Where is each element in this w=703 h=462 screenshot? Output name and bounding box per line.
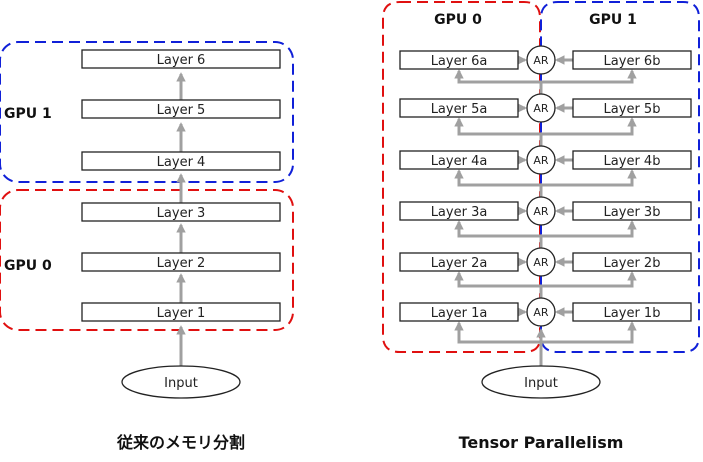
tensor-arrows	[454, 55, 637, 348]
layer-node-a: Layer 2a	[399, 252, 519, 272]
input-label: Input	[164, 376, 198, 391]
layer-label: Layer 1	[157, 306, 206, 321]
all-reduce-node: AR	[526, 145, 556, 175]
all-reduce-label: AR	[533, 306, 549, 319]
ar-to-next-layer-arrow	[454, 220, 543, 248]
layer-node-b: Layer 1b	[572, 302, 692, 322]
layer-label: Layer 2	[157, 256, 206, 271]
input-label: Input	[524, 376, 558, 391]
all-reduce-label: AR	[533, 256, 549, 269]
ar-to-next-layer-arrow	[539, 169, 637, 197]
layer-label: Layer 4	[157, 155, 206, 170]
ar-to-next-layer-arrow	[454, 169, 543, 197]
layer-node: Layer 5	[81, 99, 281, 119]
gpu1-label: GPU 1	[4, 106, 52, 122]
layer-node-b: Layer 2b	[572, 252, 692, 272]
ar-to-next-layer-arrow	[539, 271, 637, 298]
all-reduce-node: AR	[526, 93, 556, 123]
all-reduce-label: AR	[533, 54, 549, 67]
tensor-layer-nodes: Layer 1a Layer 1b AR Layer 2a Layer 2b AR Laye…	[399, 45, 692, 327]
ar-to-next-layer-arrow	[454, 117, 543, 146]
ar-to-next-layer-arrow	[539, 69, 637, 94]
layer-label: Layer 3	[157, 206, 206, 221]
all-reduce-node: AR	[526, 247, 556, 277]
layer-node-a: Layer 1a	[399, 302, 519, 322]
layer-label: Layer 6	[157, 53, 206, 68]
ar-to-next-layer-arrow	[539, 220, 637, 248]
all-reduce-node: AR	[526, 297, 556, 327]
layer-label: Layer 3b	[604, 205, 661, 220]
all-reduce-label: AR	[533, 154, 549, 167]
layer-node-a: Layer 4a	[399, 150, 519, 170]
gpu0-label: GPU 0	[4, 258, 52, 274]
layer-node: Layer 3	[81, 202, 281, 222]
gpu1-label: GPU 1	[589, 12, 637, 28]
layer-label: Layer 3a	[431, 205, 488, 220]
layer-node-b: Layer 3b	[572, 201, 692, 221]
layer-node: Layer 4	[81, 151, 281, 171]
layer-label: Layer 4b	[604, 154, 661, 169]
all-reduce-node: AR	[526, 196, 556, 226]
layer-node-a: Layer 6a	[399, 50, 519, 70]
gpu0-group-box	[0, 189, 294, 331]
layer-label: Layer 2b	[604, 256, 661, 271]
layer-node: Layer 1	[81, 302, 281, 322]
gpu1-group-box	[0, 41, 294, 183]
ar-to-next-layer-arrow	[454, 271, 543, 298]
layer-node-a: Layer 3a	[399, 201, 519, 221]
tensor-caption: Tensor Parallelism	[459, 433, 624, 452]
gpu0-group-box	[382, 1, 541, 353]
layer-label: Layer 5b	[604, 102, 661, 117]
layer-node: Layer 2	[81, 252, 281, 272]
layer-label: Layer 5a	[431, 102, 488, 117]
layer-label: Layer 1a	[431, 306, 488, 321]
all-reduce-label: AR	[533, 205, 549, 218]
ar-to-next-layer-arrow	[539, 117, 637, 146]
gpu1-group-box	[540, 1, 700, 353]
ar-to-next-layer-arrow	[454, 69, 543, 94]
layer-node-b: Layer 6b	[572, 50, 692, 70]
all-reduce-label: AR	[533, 102, 549, 115]
layer-label: Layer 6b	[604, 54, 661, 69]
layer-label: Layer 1b	[604, 306, 661, 321]
all-reduce-node: AR	[526, 45, 556, 75]
input-to-layer-arrow	[454, 321, 543, 348]
pipeline-caption: 従来のメモリ分割	[116, 433, 245, 452]
layer-node: Layer 6	[81, 49, 281, 69]
layer-label: Layer 2a	[431, 256, 488, 271]
layer-node-b: Layer 4b	[572, 150, 692, 170]
input-node: Input	[481, 365, 601, 399]
layer-label: Layer 6a	[431, 54, 488, 69]
layer-label: Layer 5	[157, 103, 206, 118]
gpu0-label: GPU 0	[434, 12, 482, 28]
layer-node-a: Layer 5a	[399, 98, 519, 118]
pipeline-diagram: GPU 1 GPU 0 Layer 1 Layer 2 Layer 3 Laye…	[0, 41, 294, 452]
layer-label: Layer 4a	[431, 154, 488, 169]
input-node: Input	[121, 365, 241, 399]
layer-node-b: Layer 5b	[572, 98, 692, 118]
input-to-layer-arrow	[539, 321, 637, 348]
